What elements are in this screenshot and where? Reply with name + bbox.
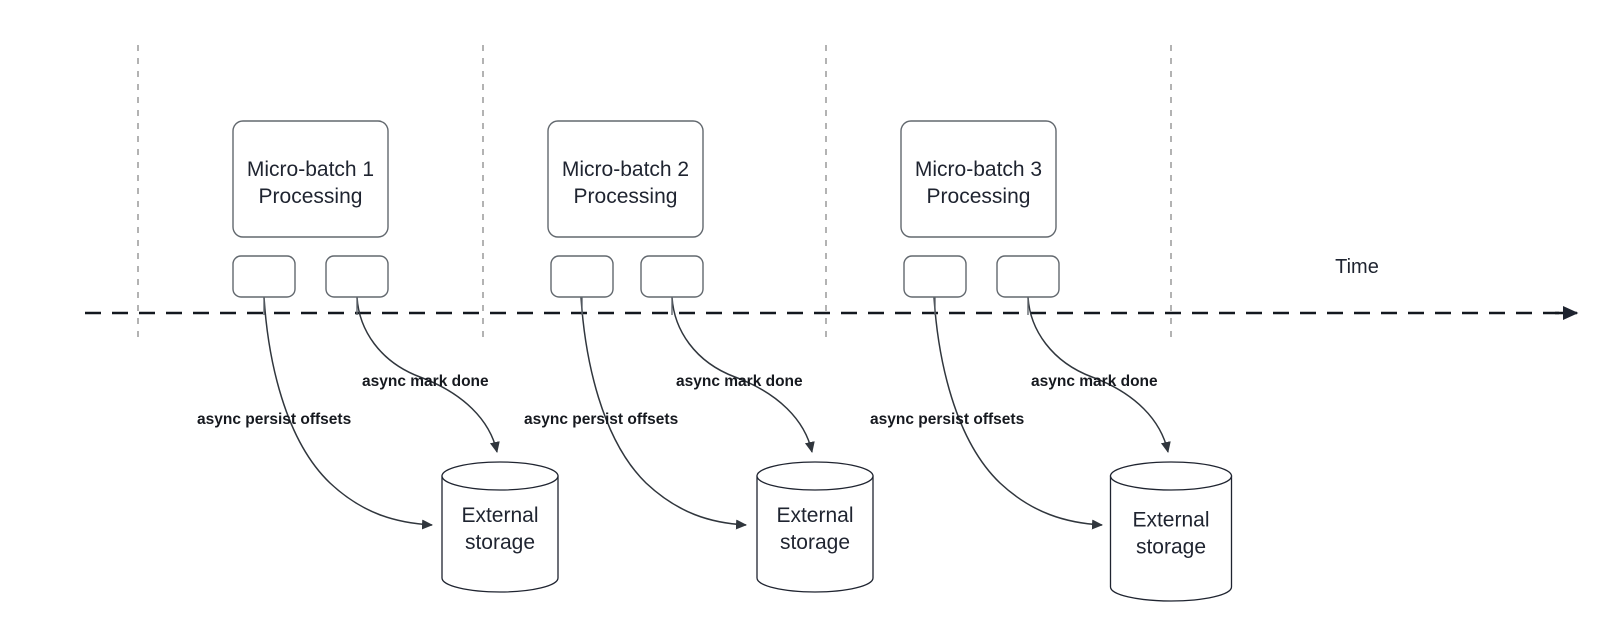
edge-async-persist-offsets-3 — [933, 296, 1103, 530]
edge-async-mark-done-1 — [356, 296, 500, 453]
group-1: async persist offsets async mark done Micr… — [197, 120, 559, 593]
edge-async-persist-offsets-1 — [263, 296, 433, 530]
edge-async-persist-offsets-2-label: async persist offsets — [524, 411, 678, 428]
micro-batch-1-done-marker[interactable] — [325, 255, 389, 298]
external-storage-1-top — [441, 461, 559, 491]
edge-async-mark-done-1-label: async mark done — [362, 373, 489, 390]
micro-batch-3-box-line2: Processing — [927, 185, 1031, 208]
edge-async-persist-offsets-2 — [580, 296, 747, 530]
external-storage-2-body — [756, 475, 874, 593]
external-storage-2-top — [756, 461, 874, 491]
external-storage-1[interactable]: External storage — [441, 461, 559, 593]
micro-batch-1-offset-marker[interactable] — [232, 255, 296, 298]
external-storage-3[interactable]: External storage — [1109, 461, 1233, 602]
batch-boundary-ticks — [137, 45, 1172, 341]
micro-batch-groups: async persist offsets async mark done Micr… — [197, 120, 1233, 602]
group-2: async persist offsets async mark done Micr… — [524, 120, 874, 593]
time-axis-label: Time — [1335, 256, 1379, 278]
micro-batch-2-done-marker[interactable] — [640, 255, 704, 298]
micro-batch-2-offset-marker[interactable] — [550, 255, 614, 298]
edge-async-persist-offsets-1-label: async persist offsets — [197, 411, 351, 428]
micro-batch-1-box-line2: Processing — [259, 185, 363, 208]
edge-async-mark-done-3 — [1027, 296, 1171, 453]
micro-batch-2-box-line2: Processing — [574, 185, 678, 208]
micro-batch-2-box[interactable] — [547, 120, 704, 238]
micro-batch-1-box[interactable] — [232, 120, 389, 238]
group-3: async persist offsets async mark done Micr… — [870, 120, 1233, 602]
edge-async-mark-done-2 — [671, 296, 815, 453]
external-storage-3-top — [1109, 461, 1233, 491]
edge-async-mark-done-2-label: async mark done — [676, 373, 803, 390]
external-storage-3-body — [1109, 475, 1233, 602]
external-storage-1-line2: storage — [465, 531, 535, 554]
micro-batch-3-offset-marker[interactable] — [903, 255, 967, 298]
external-storage-2[interactable]: External storage — [756, 461, 874, 593]
external-storage-3-line2: storage — [1136, 536, 1206, 559]
external-storage-2-line1: External — [776, 504, 853, 527]
edge-async-mark-done-3-label: async mark done — [1031, 373, 1158, 390]
external-storage-3-line1: External — [1132, 509, 1209, 532]
micro-batch-2-box-line1: Micro-batch 2 — [562, 158, 689, 181]
edge-async-persist-offsets-3-label: async persist offsets — [870, 411, 1024, 428]
micro-batch-3-box[interactable] — [900, 120, 1057, 238]
external-storage-1-line1: External — [461, 504, 538, 527]
external-storage-1-body — [441, 475, 559, 593]
external-storage-2-line2: storage — [780, 531, 850, 554]
micro-batch-3-box-line1: Micro-batch 3 — [915, 158, 1042, 181]
micro-batch-1-box-line1: Micro-batch 1 — [247, 158, 374, 181]
micro-batch-3-done-marker[interactable] — [996, 255, 1060, 298]
